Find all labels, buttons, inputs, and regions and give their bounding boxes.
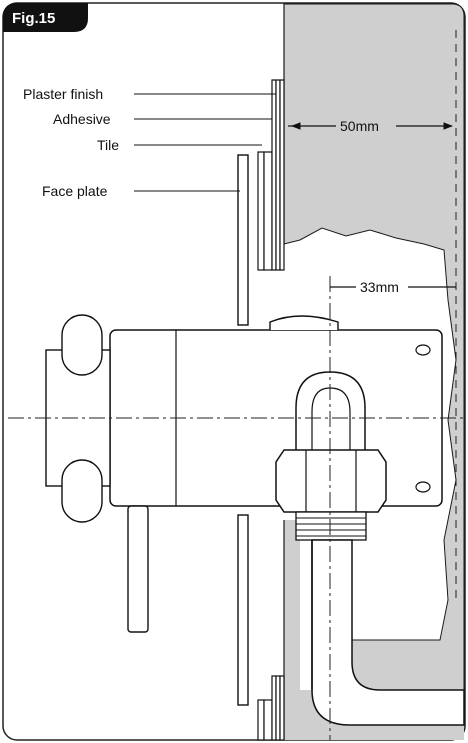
adhesive-layer-upper bbox=[271, 79, 277, 271]
label-tile: Tile bbox=[97, 137, 119, 153]
label-face-plate: Face plate bbox=[42, 183, 108, 199]
screw-hole-upper bbox=[415, 344, 431, 356]
screw-hole-lower bbox=[415, 481, 431, 493]
face-plate-lower bbox=[237, 514, 249, 706]
threaded-fitting bbox=[295, 511, 367, 541]
tile-layer-upper bbox=[257, 151, 265, 271]
dim-50mm: 50mm bbox=[340, 118, 379, 134]
label-adhesive: Adhesive bbox=[53, 111, 111, 127]
top-boss bbox=[269, 315, 339, 330]
control-knob-upper bbox=[61, 314, 103, 376]
figure-label: Fig.15 bbox=[12, 10, 55, 27]
control-knob-lower bbox=[61, 459, 103, 523]
hex-nut bbox=[275, 449, 387, 513]
fig-tab bbox=[3, 3, 88, 32]
layers-lower bbox=[271, 675, 277, 741]
face-plate-upper bbox=[237, 154, 249, 326]
lever-rod bbox=[127, 505, 149, 633]
plaster-layer-upper bbox=[275, 79, 281, 271]
supply-pipe bbox=[311, 539, 465, 726]
label-plaster-finish: Plaster finish bbox=[23, 86, 103, 102]
dim-33mm: 33mm bbox=[360, 279, 399, 295]
